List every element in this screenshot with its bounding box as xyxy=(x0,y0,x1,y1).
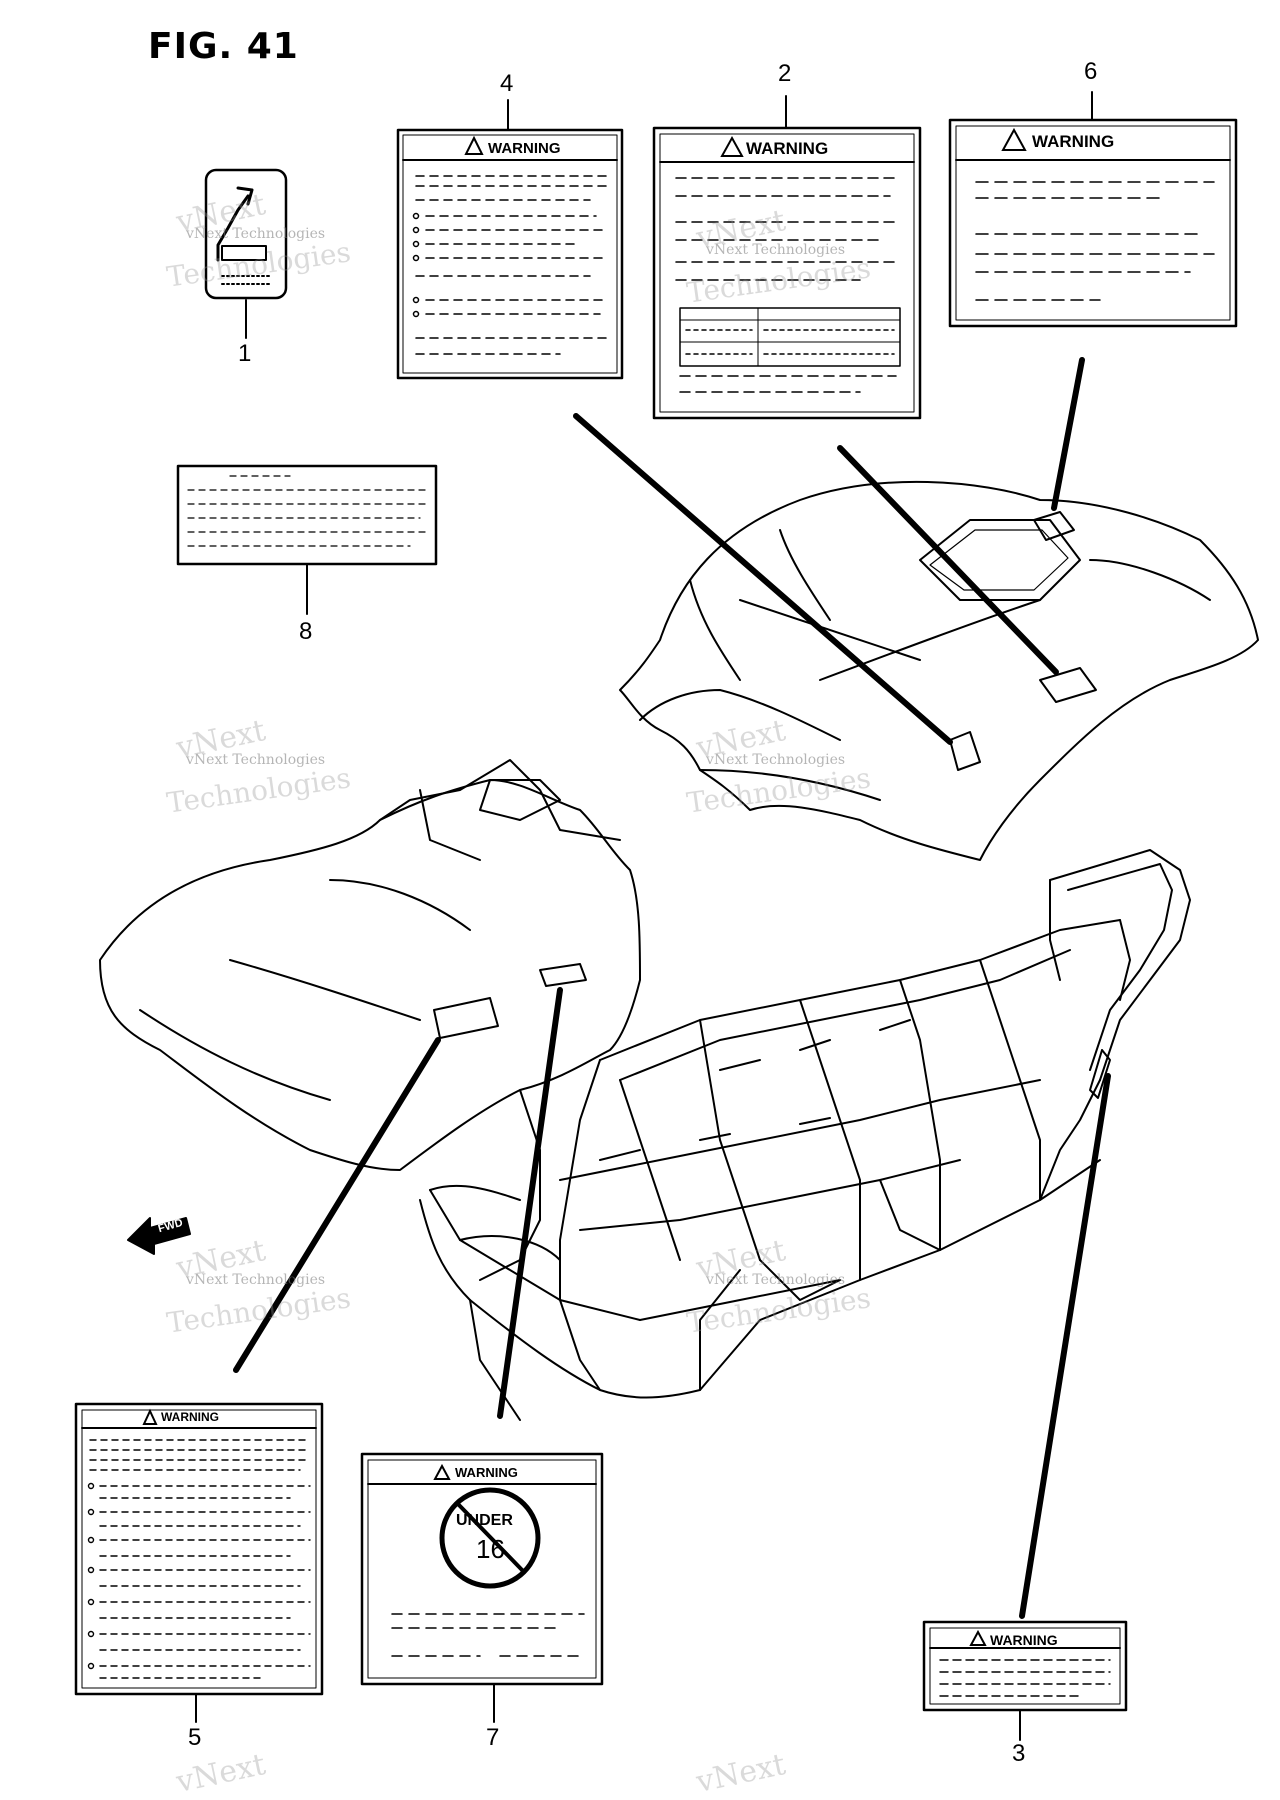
label-3-heading: WARNING xyxy=(990,1632,1058,1648)
warning-icon xyxy=(720,135,744,157)
label-2-heading: WARNING xyxy=(746,139,829,158)
callout-7: 7 xyxy=(486,1724,500,1751)
label-8-info xyxy=(176,464,438,566)
label-7-warning xyxy=(360,1452,604,1686)
warning-icon xyxy=(142,1408,158,1425)
warning-icon xyxy=(464,135,484,155)
callout-4: 4 xyxy=(500,70,514,97)
callout-6: 6 xyxy=(1084,58,1098,85)
label-5-heading: WARNING xyxy=(161,1410,219,1424)
frame xyxy=(419,849,1191,1421)
callout-5: 5 xyxy=(188,1724,202,1751)
fwd-arrow xyxy=(127,1217,191,1255)
leader-lines xyxy=(233,357,1111,1619)
figure-title: FIG. 41 xyxy=(148,26,299,67)
label-2-warning xyxy=(652,126,922,420)
label-5-warning xyxy=(74,1402,324,1696)
front-fender xyxy=(99,759,641,1171)
warning-icon xyxy=(969,1629,987,1646)
warning-triangles xyxy=(142,127,1027,1646)
label-4-heading: WARNING xyxy=(488,140,561,157)
callout-8: 8 xyxy=(299,618,313,645)
under-age-number: 16 xyxy=(476,1534,505,1564)
label-6-heading: WARNING xyxy=(1032,132,1115,151)
warning-icon xyxy=(433,1463,451,1480)
label-7-heading: WARNING xyxy=(455,1465,518,1480)
under-age-top: UNDER xyxy=(456,1512,513,1529)
warning-icon xyxy=(1001,127,1027,151)
label-3-warning xyxy=(922,1620,1128,1712)
rear-fender xyxy=(619,480,1259,861)
callout-2: 2 xyxy=(778,60,792,87)
callout-3: 3 xyxy=(1012,1740,1026,1767)
callout-1: 1 xyxy=(238,340,252,367)
label-4-warning xyxy=(396,128,624,380)
label-1-shift-pattern xyxy=(204,168,288,300)
